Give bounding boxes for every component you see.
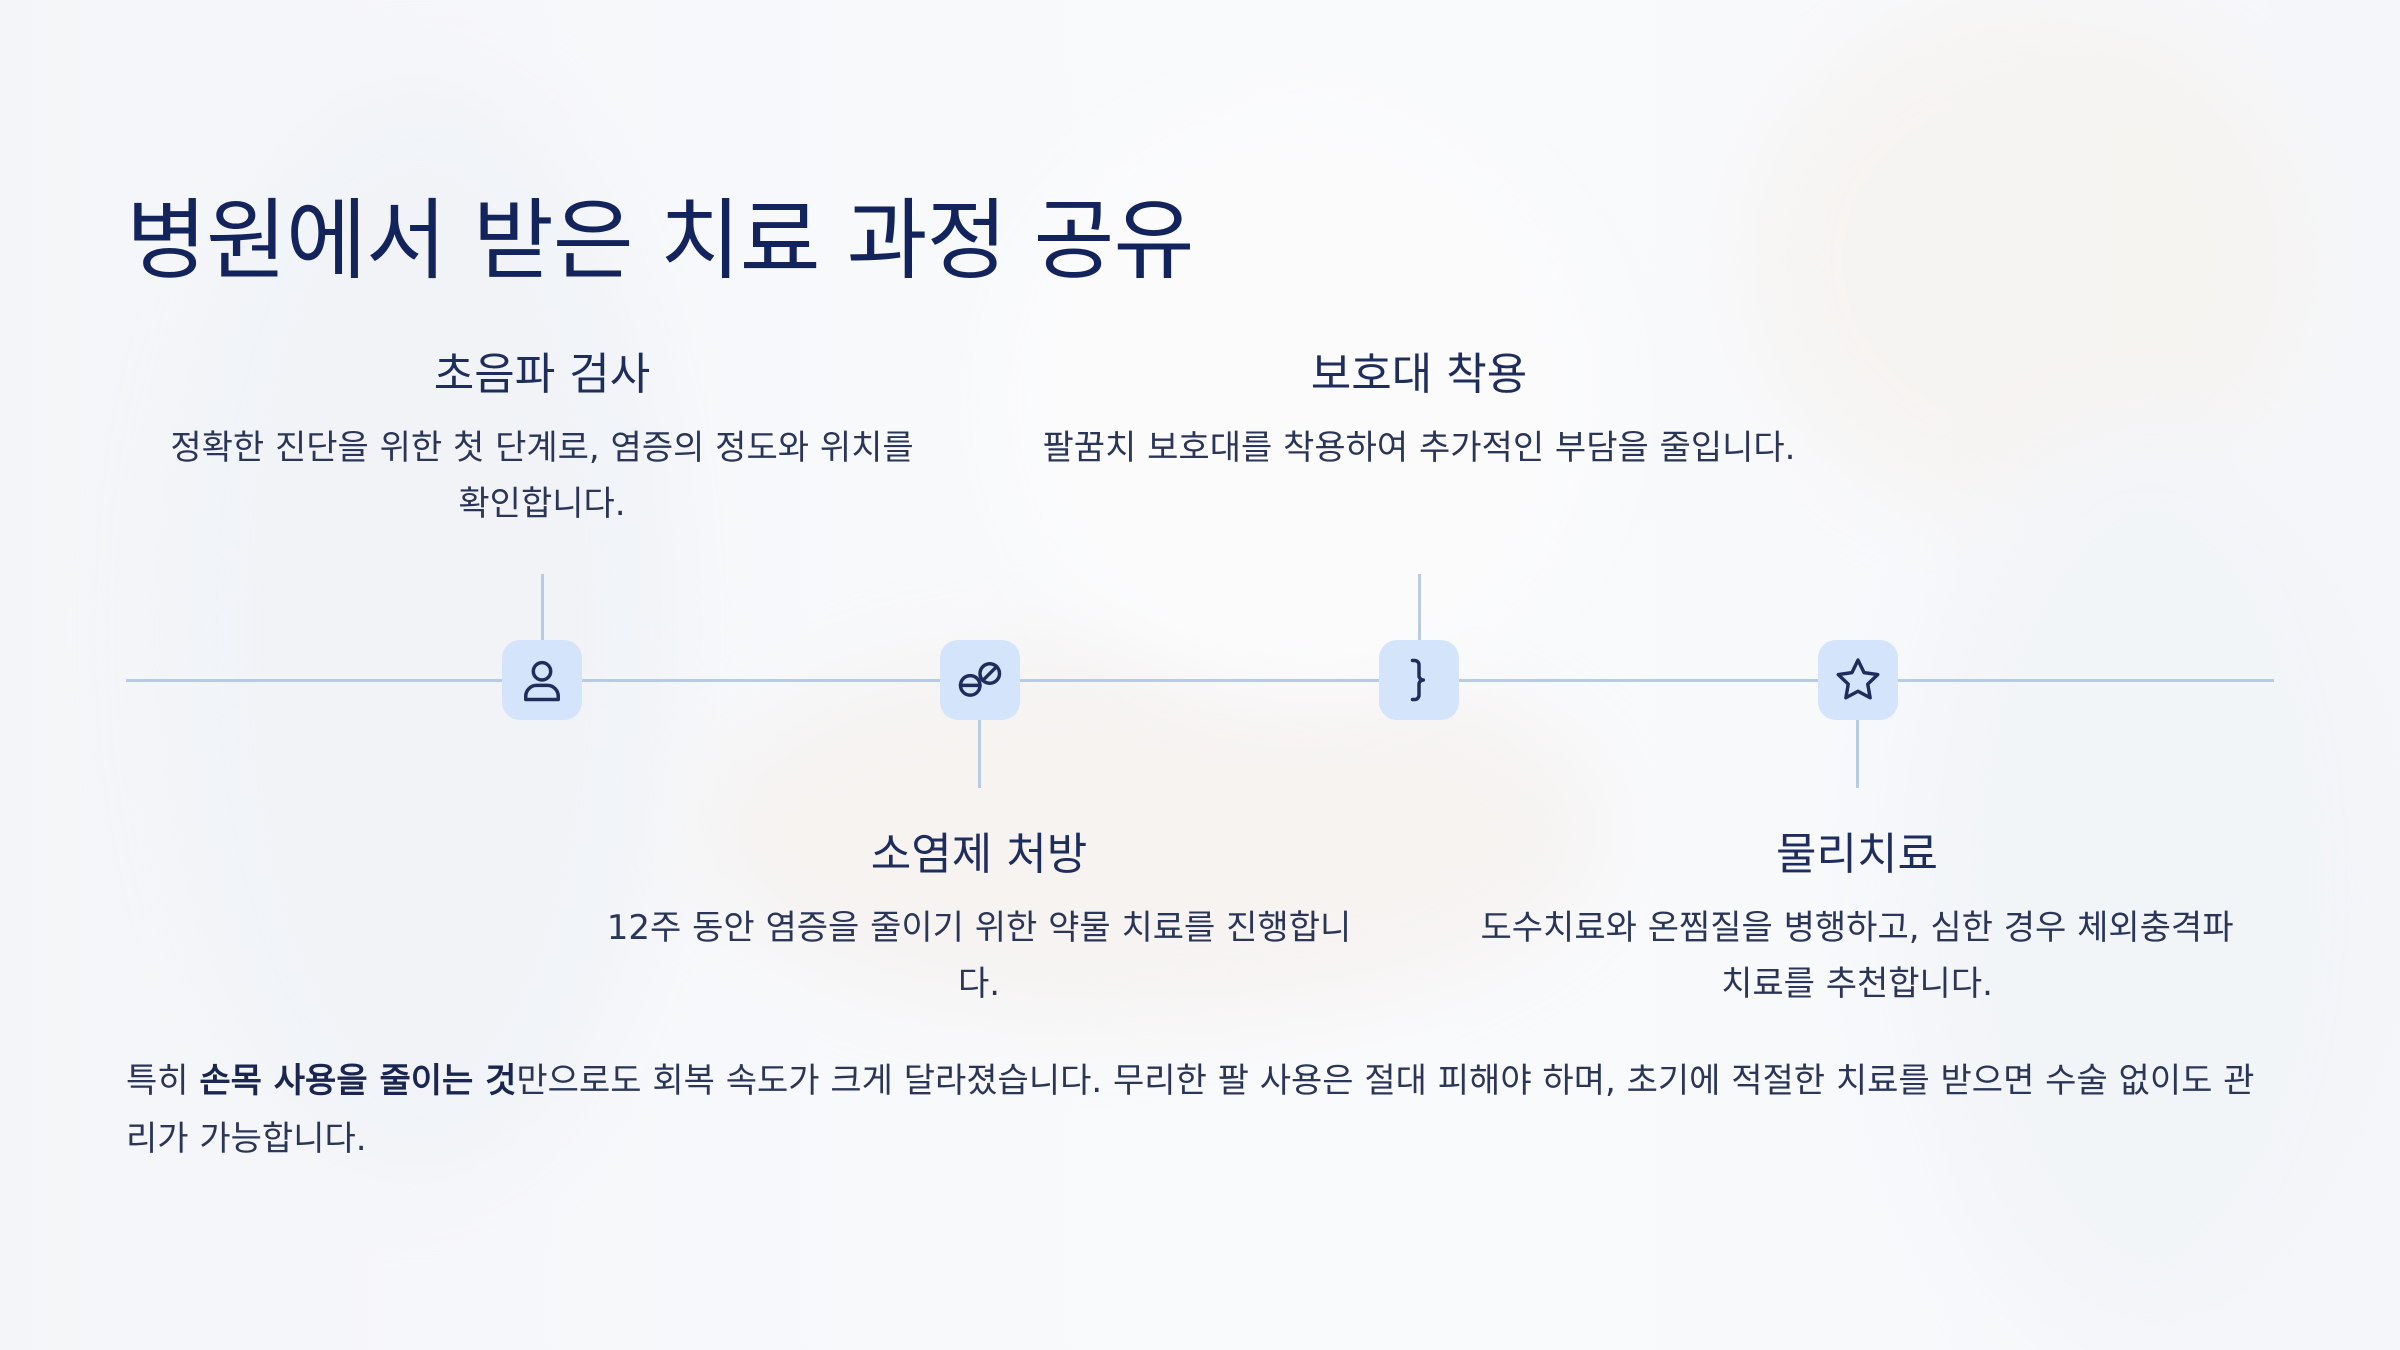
summary-emphasis: 손목 사용을 줄이는 것 (199, 1061, 517, 1101)
timeline-node-4 (1818, 640, 1898, 720)
pills-icon (958, 662, 1002, 697)
summary-suffix: 만으로도 회복 속도가 크게 달라졌습니다. 무리한 팔 사용은 절대 피해야 … (126, 1061, 2255, 1159)
summary-paragraph: 특히 손목 사용을 줄이는 것만으로도 회복 속도가 크게 달라졌습니다. 무리… (126, 1052, 2276, 1168)
timeline-connector (978, 720, 981, 788)
page-title: 병원에서 받은 치료 과정 공유 (126, 189, 1194, 292)
step-description: 팔꿈치 보호대를 착용하여 추가적인 부담을 줄입니다. (1042, 428, 1796, 468)
step-title: 초음파 검사 (433, 349, 651, 400)
timeline-connector (1856, 720, 1859, 788)
step-title: 보호대 착용 (1310, 349, 1528, 400)
timeline-node-2 (940, 640, 1020, 720)
timeline-line (126, 679, 2274, 682)
brace-icon (1410, 658, 1426, 702)
timeline-node-1 (502, 640, 582, 720)
step-description: 정확한 진단을 위한 첫 단계로, 염증의 정도와 위치를 확인합니다. (170, 428, 914, 524)
timeline-connector (1418, 574, 1421, 640)
step-description: 도수치료와 온찜질을 병행하고, 심한 경우 체외충격파 치료를 추천합니다. (1480, 908, 2234, 1004)
step-title: 소염제 처방 (870, 829, 1088, 880)
timeline-connector (541, 574, 544, 640)
summary-prefix: 특히 (126, 1061, 200, 1101)
step-description: 12주 동안 염증을 줄이기 위한 약물 치료를 진행합니다. (606, 908, 1352, 1004)
person-icon (524, 660, 560, 702)
timeline-node-3 (1379, 640, 1459, 720)
star-icon (1836, 658, 1880, 700)
step-title: 물리치료 (1776, 829, 1938, 880)
